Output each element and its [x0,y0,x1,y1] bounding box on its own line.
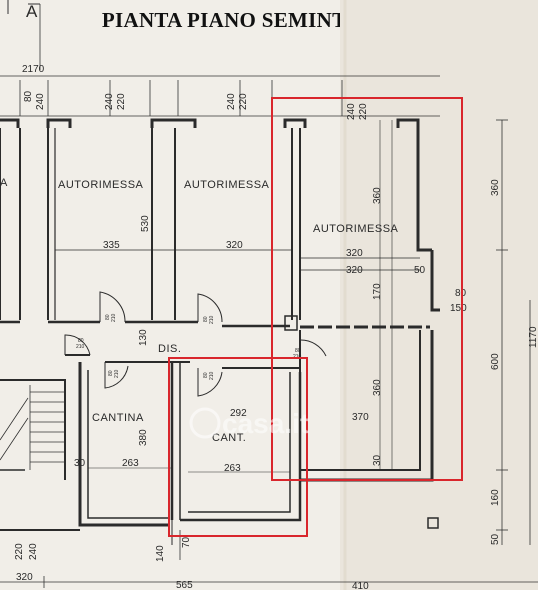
dim-right-600: 600 [490,353,501,370]
dim-cantina-30: 30 [74,458,86,469]
axis-label: A [26,2,38,21]
dim-corridor-130: 130 [138,329,149,346]
dim-right-160: 160 [490,489,501,506]
door-swings [64,291,327,545]
door-tag-6-top: 80 [203,372,209,378]
dim-top-240-a: 240 [35,93,46,110]
dim-g1-height: 530 [140,215,151,232]
door-tag-2-bot: 210 [209,315,215,324]
door-tag-4-top: 80 [78,338,84,344]
door-tag-4-bot: 210 [76,344,85,350]
dim-bottom-220: 220 [14,543,25,560]
dim-bottom-410: 410 [352,581,369,590]
dim-bottom-565: 565 [176,580,193,590]
watermark-text: casa.it [222,408,309,439]
dim-bottom-140: 140 [155,545,166,562]
room-label-dis: DIS. [158,343,181,355]
dim-g3-150: 150 [450,303,467,314]
dim-top-240-d: 240 [346,103,357,120]
dim-top-total: 2170 [22,64,45,75]
interior-dimensions: 530 335 320 360 320 320 50 170 80 150 36… [74,187,467,474]
dim-right-360: 360 [490,179,501,196]
room-label-autorimessa-2: AUTORIMESSA [184,179,270,191]
dim-right-1170: 1170 [528,326,538,348]
dim-bottom-70: 70 [181,536,192,548]
dim-top-220-a: 220 [116,93,127,110]
dim-cantina-263: 263 [122,458,139,469]
top-dimension-lines [0,75,440,117]
room-label-autorimessa-1: AUTORIMESSA [58,179,144,191]
dim-g3-320-a: 320 [346,248,363,259]
dim-top-240-b: 240 [104,93,115,110]
stair-treads [0,385,65,470]
highlight-box-autorimessa [271,97,463,481]
dim-cant-263: 263 [224,463,241,474]
door-tag-3-top: 80 [295,348,301,354]
door-tag-5-top: 80 [108,370,114,376]
room-label-cant: CANT. [212,432,246,444]
dim-g3-50: 50 [414,265,426,276]
dim-g3-360: 360 [372,187,383,204]
axis-marker: A [7,0,41,70]
dim-top-240-c: 240 [226,93,237,110]
watermark-logo-icon [189,407,221,439]
room-label-left-partial: A [0,177,8,189]
door-tag-5-bot: 210 [114,369,120,378]
dim-g3-30: 30 [372,454,383,466]
dim-top-220-b: 220 [238,93,249,110]
dim-cant-292: 292 [230,408,247,419]
dim-bottom-320: 320 [16,572,33,583]
dim-g3-320-b: 320 [346,265,363,276]
dim-g1-width: 335 [103,240,120,251]
dim-g3-360-b: 360 [372,379,383,396]
dim-g2-width: 320 [226,240,243,251]
paper-fold-shade [340,0,538,590]
highlight-box-cantina [168,357,308,537]
walls [0,118,440,531]
watermark: casa.it [189,407,309,439]
dim-g3-370: 370 [352,412,369,423]
dim-right-50: 50 [490,533,501,545]
door-tag-1-bot: 210 [111,313,117,322]
door-tag-2-top: 80 [203,316,209,322]
door-tag-1-top: 80 [105,314,111,320]
door-tags: 80 210 80 210 80 210 80 210 80 210 80 21… [76,313,302,380]
dim-bottom-240: 240 [28,543,39,560]
dim-top-220-c: 220 [358,103,369,120]
door-tag-6-bot: 210 [209,371,215,380]
room-label-autorimessa-3: AUTORIMESSA [313,223,399,235]
dim-top-80: 80 [23,90,34,102]
dim-g3-170: 170 [372,283,383,300]
dim-cantina-380: 380 [138,429,149,446]
room-label-cantina: CANTINA [92,412,144,424]
dim-g3-80: 80 [455,288,467,299]
right-dimension-lines [496,119,531,545]
